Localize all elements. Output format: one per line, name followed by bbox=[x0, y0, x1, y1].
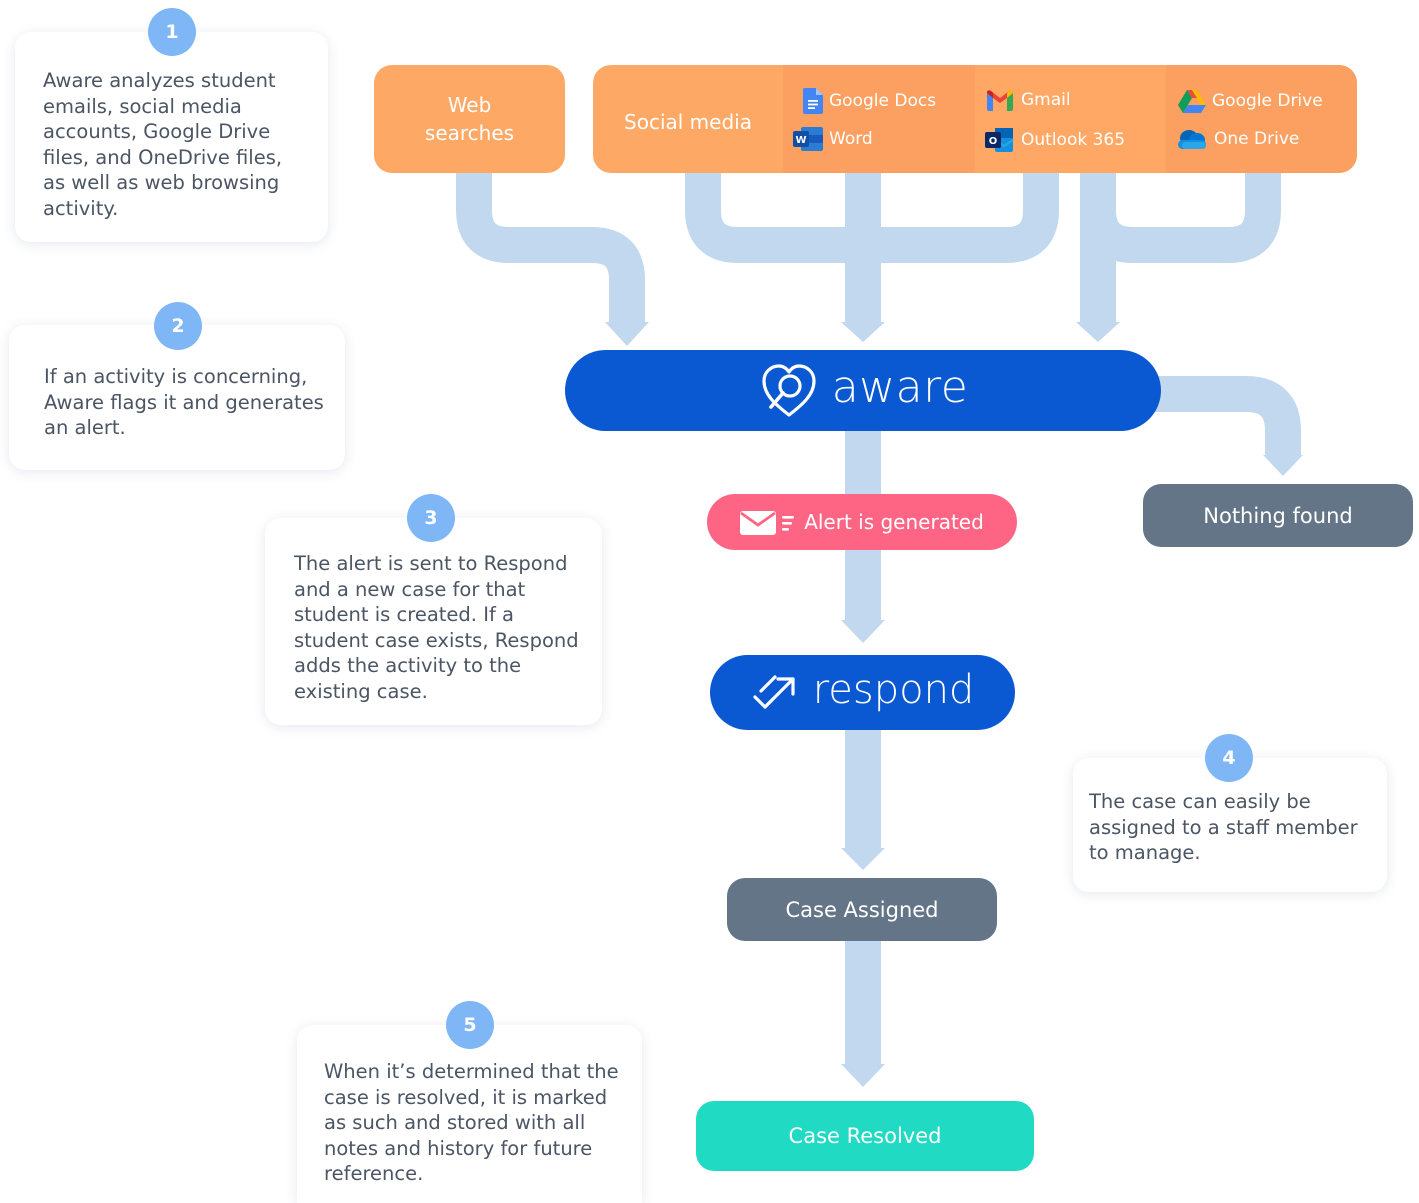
arrowhead bbox=[841, 620, 885, 643]
nothing-found-node: Nothing found bbox=[1143, 484, 1413, 547]
step-3-note: The alert is sent to Respond and a new c… bbox=[265, 518, 602, 725]
step-2-text: If an activity is concerning, Aware flag… bbox=[44, 365, 324, 440]
arrow-nothing-found bbox=[1150, 376, 1301, 455]
google-drive-icon bbox=[1178, 90, 1206, 113]
arrowhead bbox=[605, 322, 649, 346]
arrowhead bbox=[841, 848, 885, 870]
step-1-badge: 1 bbox=[148, 8, 196, 56]
arrowhead bbox=[1076, 322, 1120, 342]
source-word: W Word bbox=[793, 127, 873, 151]
google-docs-icon bbox=[803, 88, 823, 114]
case-assigned-label: Case Assigned bbox=[785, 897, 939, 922]
source-outlook: O Outlook 365 bbox=[985, 126, 1125, 154]
source-column-docs bbox=[783, 65, 975, 173]
gmail-icon bbox=[987, 90, 1013, 111]
aware-label: aware bbox=[831, 362, 969, 413]
aware-heart-icon bbox=[762, 363, 816, 417]
respond-arrow-icon bbox=[753, 674, 795, 709]
word-icon: W bbox=[793, 127, 823, 151]
one-drive-icon bbox=[1178, 130, 1206, 149]
step-4-badge: 4 bbox=[1205, 734, 1253, 782]
source-column-mail bbox=[975, 65, 1166, 173]
case-assigned-node: Case Assigned bbox=[727, 878, 997, 941]
outlook-label: Outlook 365 bbox=[1021, 130, 1126, 150]
source-gmail: Gmail bbox=[985, 89, 1071, 111]
source-one-drive: One Drive bbox=[1176, 128, 1299, 150]
alert-generated-label: Alert is generated bbox=[804, 510, 984, 534]
arrowhead bbox=[1263, 455, 1303, 476]
step-1-text: Aware analyzes student emails, social me… bbox=[43, 69, 283, 220]
nothing-found-label: Nothing found bbox=[1203, 503, 1353, 528]
arrowhead bbox=[841, 1064, 885, 1087]
step-2-badge: 2 bbox=[154, 302, 202, 350]
source-column-drive bbox=[1166, 65, 1357, 173]
alert-generated-node: Alert is generated bbox=[707, 494, 1017, 550]
arrowhead bbox=[841, 322, 885, 342]
web-searches-label: Web searches bbox=[424, 93, 515, 145]
google-drive-label: Google Drive bbox=[1212, 91, 1323, 111]
case-resolved-label: Case Resolved bbox=[788, 1124, 942, 1148]
one-drive-label: One Drive bbox=[1214, 129, 1300, 149]
alert-mail-icon bbox=[740, 511, 795, 535]
respond-node: respond bbox=[710, 655, 1015, 730]
word-label: Word bbox=[829, 129, 873, 149]
step-3-badge: 3 bbox=[407, 494, 455, 542]
step-1-note: Aware analyzes student emails, social me… bbox=[15, 32, 328, 242]
respond-label: respond bbox=[812, 666, 975, 713]
source-google-drive: Google Drive bbox=[1178, 89, 1323, 113]
svg-text:W: W bbox=[795, 135, 806, 146]
arrow-drive-branch bbox=[1080, 170, 1281, 263]
outlook-icon: O bbox=[985, 128, 1014, 152]
source-google-docs: Google Docs bbox=[803, 88, 936, 114]
gmail-label: Gmail bbox=[1021, 90, 1071, 110]
case-resolved-node: Case Resolved bbox=[696, 1101, 1034, 1171]
step-4-text: The case can easily be assigned to a sta… bbox=[1089, 790, 1358, 865]
svg-text:O: O bbox=[989, 136, 998, 147]
step-5-note: When it’s determined that the case is re… bbox=[297, 1025, 642, 1203]
step-5-text: When it’s determined that the case is re… bbox=[324, 1060, 619, 1186]
aware-node: aware bbox=[565, 350, 1161, 431]
web-searches-box: Web searches bbox=[374, 65, 565, 173]
social-media-label: Social media bbox=[624, 110, 752, 134]
step-5-badge: 5 bbox=[446, 1001, 494, 1049]
google-docs-label: Google Docs bbox=[829, 91, 937, 111]
step-3-text: The alert is sent to Respond and a new c… bbox=[294, 552, 579, 703]
arrow-web-searches bbox=[456, 170, 645, 322]
source-group-box bbox=[593, 65, 1357, 173]
